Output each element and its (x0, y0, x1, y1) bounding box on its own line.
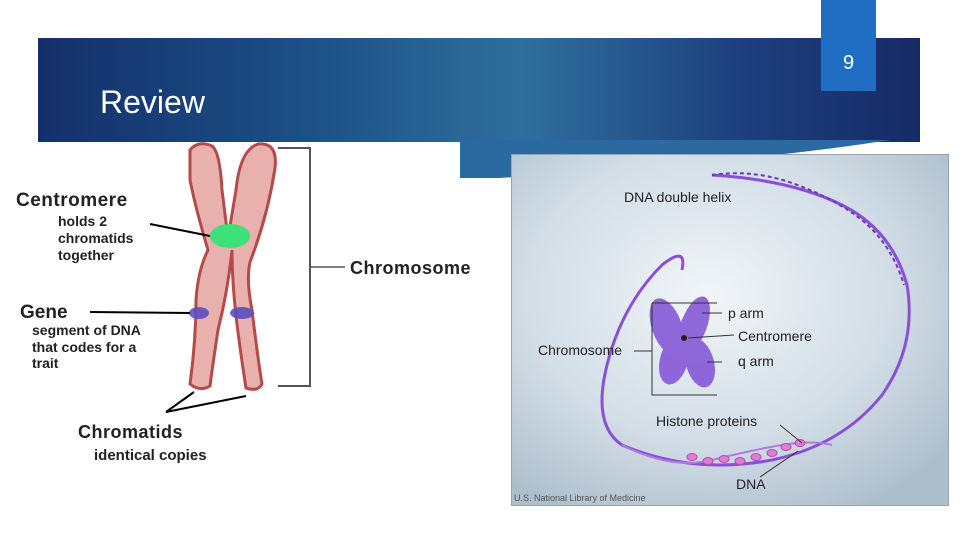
gene-pointer (90, 312, 190, 313)
page-number: 9 (821, 52, 876, 75)
centromere-label-right: Centromere (738, 328, 812, 344)
gene-band-right (230, 307, 254, 319)
chromosome-bracket (278, 148, 310, 386)
dna-label: DNA (736, 476, 766, 492)
centromere-mark (210, 224, 250, 248)
gene-desc-1: segment of DNA (32, 322, 141, 338)
centromere-desc-2: chromatids (58, 230, 134, 246)
chromosome-shape (190, 144, 275, 390)
slide-title: Review (100, 84, 205, 121)
gene-band-left (189, 307, 209, 319)
image-credit: U.S. National Library of Medicine (514, 493, 646, 503)
centromere-title: Centromere (16, 190, 128, 211)
centromere-desc-3: together (58, 247, 115, 263)
illustration-background (512, 155, 948, 505)
chromatids-title: Chromatids (78, 422, 183, 442)
histone-label: Histone proteins (656, 413, 757, 429)
q-arm-label: q arm (738, 353, 774, 369)
chromosome-label-left: Chromosome (350, 258, 471, 278)
chromosome-diagram: Centromere holds 2 chromatids together G… (0, 140, 500, 480)
centromere-dot (681, 335, 687, 341)
dna-helix-label: DNA double helix (624, 189, 731, 205)
chromatids-desc: identical copies (94, 447, 207, 464)
gene-desc-2: that codes for a (32, 339, 136, 355)
page-number-tab (821, 0, 876, 91)
p-arm-label: p arm (728, 305, 764, 321)
dna-chromosome-illustration: DNA double helix p arm Centromere q arm … (511, 154, 949, 506)
chromosome-label-right: Chromosome (538, 342, 622, 358)
gene-title: Gene (20, 302, 68, 323)
centromere-desc-1: holds 2 (58, 213, 107, 229)
gene-desc-3: trait (32, 355, 59, 371)
